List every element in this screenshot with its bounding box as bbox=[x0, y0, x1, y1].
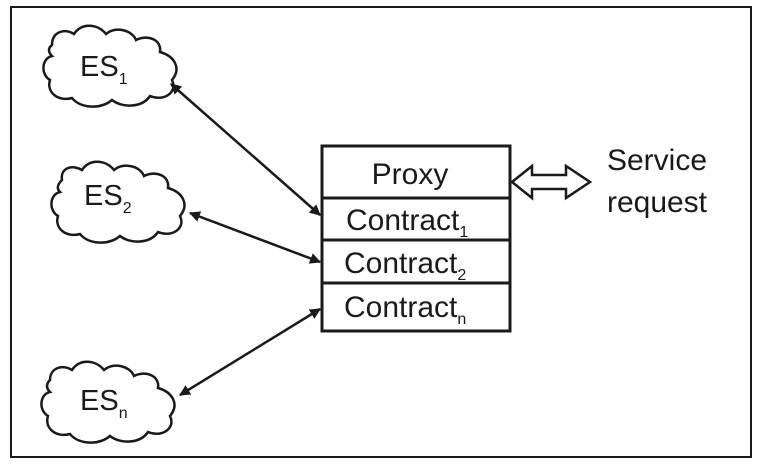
service-request-arrow bbox=[509, 163, 593, 201]
diagram-frame bbox=[10, 6, 752, 458]
contract-2-label-base: Contract bbox=[344, 247, 458, 280]
contract-1-label-base: Contract bbox=[346, 204, 460, 237]
contract-2-label-sub: 2 bbox=[457, 267, 466, 284]
esn-label-sub: n bbox=[119, 405, 128, 422]
es2-label-base: ES bbox=[84, 180, 123, 212]
contract-n-label-base: Contract bbox=[344, 291, 458, 324]
contract-1-label-sub: 1 bbox=[459, 224, 468, 241]
contract-1-box bbox=[320, 196, 512, 242]
esn-cloud: ESn bbox=[40, 360, 176, 444]
proxy-label: Proxy bbox=[372, 158, 449, 191]
contract-2-label: Contract2 bbox=[344, 247, 466, 284]
arrow-es2-contract2 bbox=[188, 211, 322, 264]
service-request-label-line2: request bbox=[607, 186, 708, 219]
contract-1-label: Contract1 bbox=[346, 204, 468, 241]
contract-n-box bbox=[320, 281, 512, 333]
proxy-box bbox=[320, 144, 512, 200]
contract-2-box bbox=[320, 238, 512, 285]
es1-label-sub: 1 bbox=[119, 71, 128, 88]
esn-cloud-shape bbox=[40, 360, 176, 444]
contract-n-label: Contractn bbox=[344, 291, 466, 328]
es2-label-sub: 2 bbox=[123, 200, 132, 217]
proxy-stack: Proxy Contract1 Contract2 Contractn bbox=[320, 144, 512, 333]
contract-n-label-sub: n bbox=[457, 311, 466, 328]
es1-label-base: ES bbox=[80, 51, 119, 83]
es1-label: ES1 bbox=[80, 51, 128, 88]
es1-cloud: ES1 bbox=[42, 24, 178, 108]
es2-label: ES2 bbox=[84, 180, 132, 217]
arrow-esn-contractn bbox=[179, 307, 321, 397]
service-request-label-line1: Service bbox=[607, 144, 707, 177]
esn-label: ESn bbox=[80, 385, 128, 422]
esn-label-base: ES bbox=[80, 385, 119, 417]
es2-cloud-shape bbox=[50, 160, 186, 244]
es2-cloud: ES2 bbox=[50, 160, 186, 244]
arrow-es1-contract1 bbox=[170, 83, 321, 216]
es1-cloud-shape bbox=[42, 24, 178, 108]
